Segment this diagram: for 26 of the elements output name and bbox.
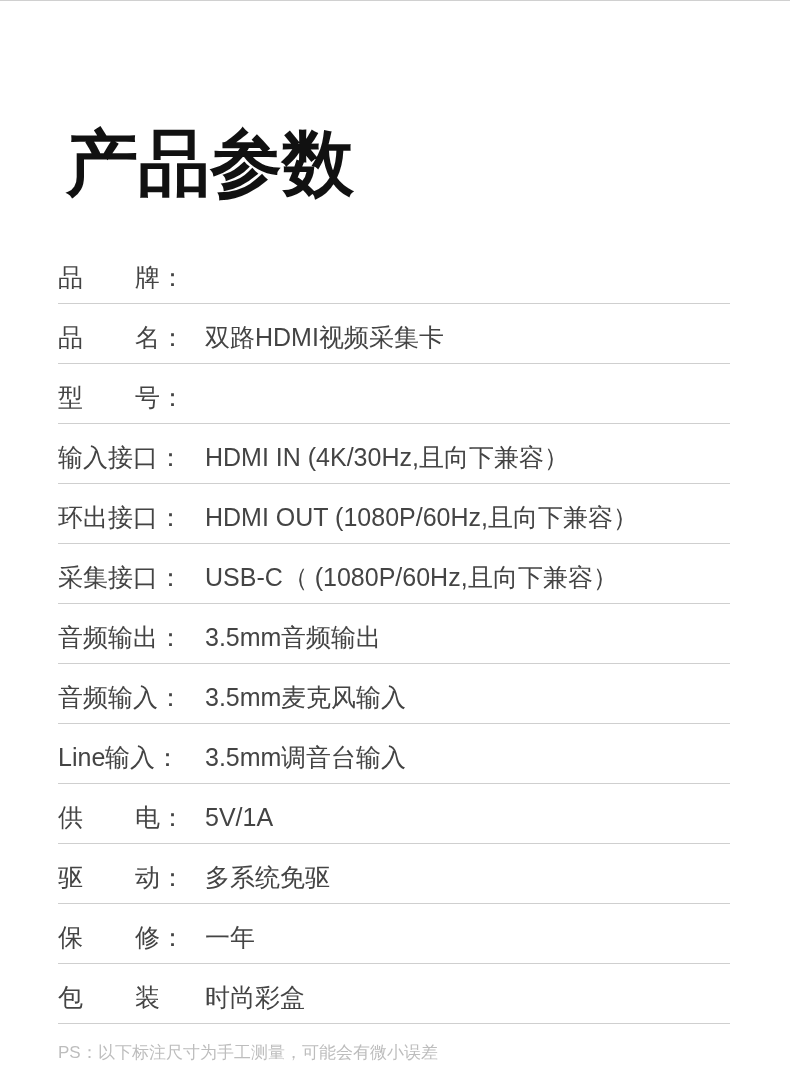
spec-value: 5V/1A	[205, 802, 274, 833]
spec-value: 多系统免驱	[205, 862, 330, 893]
spec-name: 输入接口：	[58, 442, 183, 473]
spec-value: HDMI OUT (1080P/60Hz,且向下兼容）	[205, 502, 638, 533]
spec-name: 品牌：	[58, 262, 185, 293]
spec-value: HDMI IN (4K/30Hz,且向下兼容）	[205, 442, 569, 473]
spec-name: 型号：	[58, 382, 185, 413]
spec-value: 双路HDMI视频采集卡	[205, 322, 444, 353]
spec-name: 环出接口：	[58, 502, 183, 533]
spec-name: 采集接口：	[58, 562, 183, 593]
spec-value: 3.5mm调音台输入	[205, 742, 407, 773]
spec-value: 3.5mm音频输出	[205, 622, 382, 653]
spec-name: 驱动：	[58, 862, 185, 893]
spec-name: 音频输出：	[58, 622, 183, 653]
spec-name: 供电：	[58, 802, 185, 833]
spec-name: 保修：	[58, 922, 185, 953]
footnote: PS：以下标注尺寸为手工测量，可能会有微小误差	[58, 1042, 438, 1064]
page-title: 产品参数	[66, 122, 354, 205]
spec-name: 音频输入：	[58, 682, 183, 713]
spec-name: 品名：	[58, 322, 185, 353]
spec-name: Line输入：	[58, 742, 181, 773]
spec-value: 3.5mm麦克风输入	[205, 682, 407, 713]
spec-value: USB-C（ (1080P/60Hz,且向下兼容）	[205, 562, 618, 593]
spec-name: 包装	[58, 982, 160, 1013]
spec-value: 一年	[205, 922, 255, 953]
spec-value: 时尚彩盒	[205, 982, 305, 1013]
